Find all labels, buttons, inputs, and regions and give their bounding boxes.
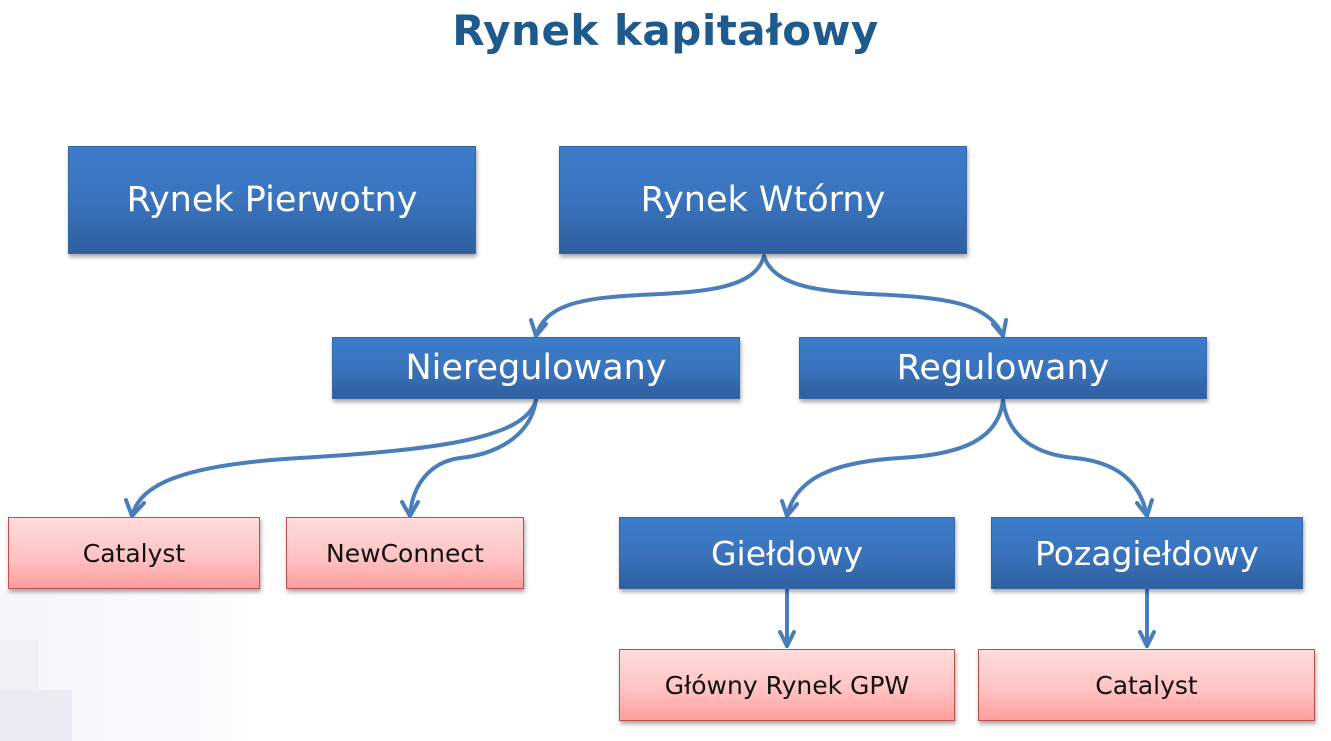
connector-regulowany-gieldowy [785, 398, 1005, 518]
connector-regulowany-pozagieldowy [1001, 398, 1149, 518]
node-label: Główny Rynek GPW [664, 670, 910, 700]
connector-nieregulowany-catalyst [130, 398, 538, 518]
arrowhead [124, 498, 146, 518]
node-label: Pozagiełdowy [1035, 533, 1259, 573]
arrowhead [780, 499, 799, 518]
arrowhead [1138, 630, 1156, 648]
node-catalyst-pozagieldowy: Catalyst [978, 649, 1315, 721]
arrowhead [400, 500, 420, 518]
node-nieregulowany: Nieregulowany [332, 337, 740, 399]
node-pozagieldowy: Pozagiełdowy [991, 517, 1303, 589]
node-label: Catalyst [1095, 670, 1198, 700]
slide-title: Rynek kapitałowy [452, 6, 879, 55]
node-catalyst-nieregulowany: Catalyst [8, 517, 260, 589]
node-label: NewConnect [326, 538, 484, 568]
connector-nieregulowany-newconnect [408, 398, 538, 518]
node-label: Regulowany [896, 348, 1110, 388]
connector-wtorny-regulowany [762, 254, 1005, 338]
node-label: Rynek Pierwotny [126, 180, 418, 220]
arrowhead [529, 318, 548, 338]
node-regulowany: Regulowany [799, 337, 1207, 399]
node-rynek-pierwotny: Rynek Pierwotny [68, 146, 476, 254]
node-newconnect: NewConnect [286, 517, 524, 589]
connector-wtorny-nieregulowany [534, 254, 766, 338]
arrowhead [778, 630, 796, 648]
node-gieldowy: Giełdowy [619, 517, 955, 589]
node-label: Giełdowy [710, 533, 864, 573]
node-glowny-rynek-gpw: Główny Rynek GPW [619, 649, 955, 721]
arrowhead [1135, 498, 1154, 518]
node-rynek-wtorny: Rynek Wtórny [559, 146, 967, 254]
node-label: Catalyst [82, 538, 186, 568]
node-label: Rynek Wtórny [640, 180, 886, 220]
arrowhead [991, 318, 1008, 338]
node-label: Nieregulowany [405, 348, 667, 388]
